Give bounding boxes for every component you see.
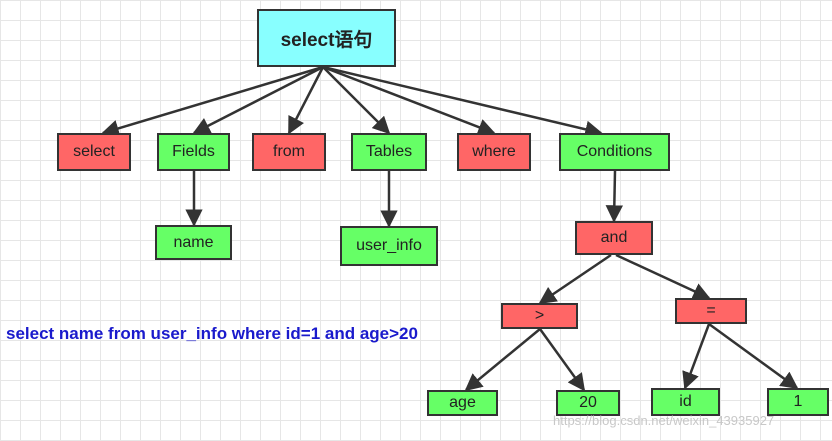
node-name: name bbox=[155, 225, 232, 260]
node-equals: = bbox=[675, 298, 747, 324]
edge-greater-than-20 bbox=[538, 328, 586, 392]
node-user-info: user_info bbox=[340, 226, 438, 266]
node-id: id bbox=[651, 388, 720, 416]
edge-root-select bbox=[101, 65, 324, 137]
node-fields: Fields bbox=[157, 133, 230, 171]
sql-caption: select name from user_info where id=1 an… bbox=[6, 324, 418, 343]
node-age: age bbox=[427, 390, 498, 416]
edge-root-fields bbox=[192, 65, 324, 135]
edge-root-from bbox=[287, 66, 325, 135]
edge-equals-1 bbox=[708, 322, 799, 390]
edge-equals-id bbox=[682, 323, 711, 390]
node-conditions: Conditions bbox=[559, 133, 670, 171]
node-20: 20 bbox=[556, 390, 620, 416]
node-from: from bbox=[252, 133, 326, 171]
edge-greater-than-age bbox=[464, 328, 541, 392]
edge-and-equals bbox=[615, 253, 711, 300]
edge-root-conditions bbox=[322, 65, 603, 138]
node-greater-than: > bbox=[501, 303, 578, 329]
node-tables: Tables bbox=[351, 133, 427, 171]
node-select: select bbox=[57, 133, 131, 171]
edge-root-where bbox=[322, 65, 496, 136]
edge-root-tables bbox=[322, 66, 391, 135]
root-node: select语句 bbox=[257, 9, 396, 67]
edge-and-greater-than bbox=[538, 253, 612, 305]
edge-conditions-and bbox=[605, 170, 624, 223]
watermark: https://blog.csdn.net/weixin_43935927 bbox=[553, 413, 775, 428]
node-where: where bbox=[457, 133, 531, 171]
node-and: and bbox=[575, 221, 653, 255]
node-1: 1 bbox=[767, 388, 829, 416]
